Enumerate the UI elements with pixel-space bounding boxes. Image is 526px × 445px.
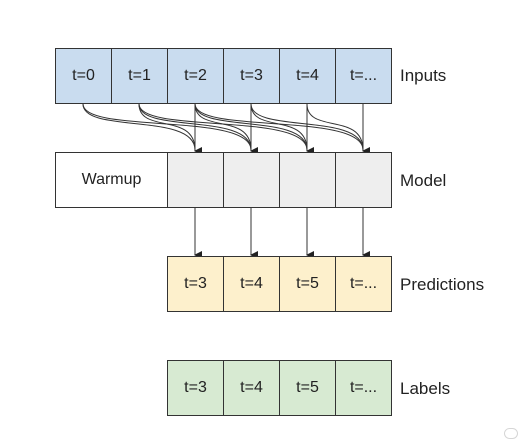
model-row-label: Model — [400, 171, 447, 190]
wire-input-1-to-model-2 — [138, 103, 308, 151]
wire-input-2-to-model-3 — [194, 103, 364, 151]
label-cell-tn: t=... — [335, 360, 392, 416]
prediction-cell-t5: t=5 — [279, 256, 336, 312]
label-cell-t3: t=3 — [167, 360, 224, 416]
predictions-row-label: Predictions — [400, 275, 485, 294]
inputs-row-label: Inputs — [400, 66, 447, 85]
label-cell-t5: t=5 — [279, 360, 336, 416]
input-cell-t2: t=2 — [167, 48, 224, 104]
input-cell-t4: t=4 — [279, 48, 336, 104]
input-cell-tn: t=... — [335, 48, 392, 104]
labels-row-label: Labels — [400, 379, 451, 398]
prediction-cell-t4: t=4 — [223, 256, 280, 312]
model-cell-1 — [167, 152, 224, 208]
wire-input-2-to-model-2 — [194, 103, 308, 151]
model-cell-4 — [335, 152, 392, 208]
chat-bubble-icon — [504, 428, 518, 439]
wire-input-1-to-model-0 — [138, 103, 196, 151]
prediction-cell-tn: t=... — [335, 256, 392, 312]
model-cell-3 — [279, 152, 336, 208]
model-warmup-cell: Warmup — [55, 152, 168, 208]
wire-input-1-to-model-1 — [138, 103, 252, 151]
input-cell-t3: t=3 — [223, 48, 280, 104]
label-cell-t4: t=4 — [223, 360, 280, 416]
wire-input-0-to-model-1 — [82, 103, 252, 151]
input-cell-t1: t=1 — [111, 48, 168, 104]
input-cell-t0: t=0 — [55, 48, 112, 104]
watermark — [504, 428, 518, 439]
model-cell-2 — [223, 152, 280, 208]
wire-input-0-to-model-0 — [82, 103, 196, 151]
prediction-cell-t3: t=3 — [167, 256, 224, 312]
wire-input-3-to-model-3 — [250, 103, 364, 151]
wire-input-4-to-model-3 — [306, 103, 364, 151]
